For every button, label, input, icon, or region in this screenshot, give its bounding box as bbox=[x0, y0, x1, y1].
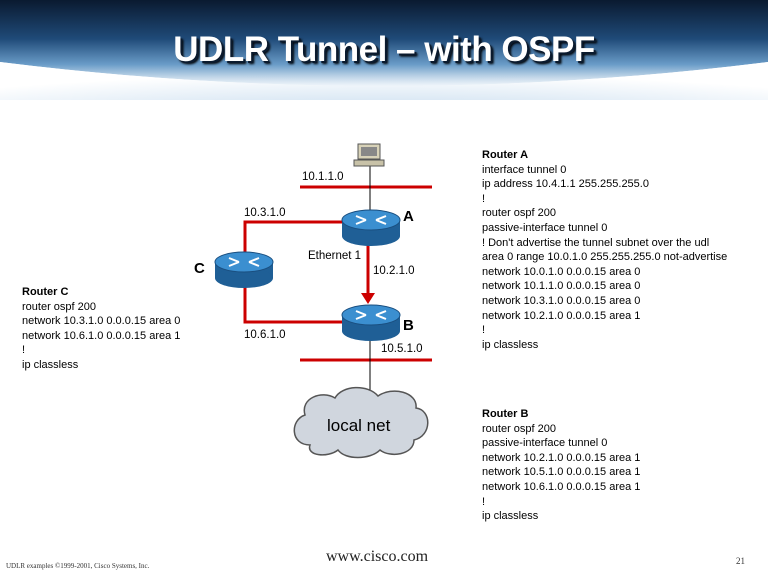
udlr-arrow-icon bbox=[361, 293, 375, 304]
config-line: network 10.3.1.0 0.0.0.15 area 0 bbox=[482, 294, 641, 307]
title-banner: UDLR Tunnel – with OSPF bbox=[0, 0, 768, 100]
config-line: network 10.5.1.0 0.0.0.15 area 1 bbox=[482, 466, 641, 479]
config-line: network 10.6.1.0 0.0.0.15 area 1 bbox=[482, 480, 641, 493]
config-line: network 10.3.1.0 0.0.0.15 area 0 bbox=[22, 315, 181, 328]
config-line: ip classless bbox=[482, 338, 539, 351]
config-line: ip classless bbox=[482, 510, 539, 523]
banner-background bbox=[0, 0, 768, 100]
router-c-icon bbox=[214, 251, 274, 288]
network-label-10-2-1-0: 10.2.1.0 bbox=[373, 265, 415, 277]
config-line: ! bbox=[22, 344, 26, 357]
config-line: ! bbox=[482, 495, 486, 508]
cloud-label: local net bbox=[327, 416, 391, 435]
config-line: ! Don't advertise the tunnel subnet over… bbox=[482, 236, 710, 249]
router-b-config-heading: Router B bbox=[482, 408, 529, 420]
footer-url: www.cisco.com bbox=[326, 548, 429, 565]
router-c-config-heading: Router C bbox=[22, 286, 69, 298]
config-line: passive-interface tunnel 0 bbox=[482, 437, 608, 450]
config-line: ip address 10.4.1.1 255.255.255.0 bbox=[482, 178, 649, 191]
config-line: router ospf 200 bbox=[482, 207, 556, 220]
config-line: network 10.1.1.0 0.0.0.15 area 0 bbox=[482, 280, 641, 293]
config-line: network 10.2.1.0 0.0.0.15 area 1 bbox=[482, 309, 641, 322]
router-b-config: Router B router ospf 200 passive-interfa… bbox=[482, 407, 640, 524]
router-c-label: C bbox=[194, 260, 205, 277]
config-line: router ospf 200 bbox=[22, 300, 96, 313]
router-a-config: Router A interface tunnel 0 ip address 1… bbox=[482, 148, 727, 352]
config-line: ! bbox=[482, 324, 486, 337]
footer-copyright: UDLR examples ©1999-2001, Cisco Systems,… bbox=[6, 562, 150, 570]
router-a-icon bbox=[341, 209, 401, 246]
router-a-config-heading: Router A bbox=[482, 149, 529, 161]
config-line: interface tunnel 0 bbox=[482, 163, 567, 176]
link-c-a bbox=[243, 220, 342, 255]
config-line: passive-interface tunnel 0 bbox=[482, 221, 608, 234]
config-line: network 10.6.1.0 0.0.0.15 area 1 bbox=[22, 329, 181, 342]
config-line: ip classless bbox=[22, 358, 79, 371]
config-line: area 0 range 10.0.1.0 255.255.255.0 not-… bbox=[482, 251, 728, 264]
router-a-label: A bbox=[403, 208, 414, 225]
config-line: ! bbox=[482, 192, 486, 205]
router-c-config: Router C router ospf 200 network 10.3.1.… bbox=[22, 285, 180, 373]
config-line: router ospf 200 bbox=[482, 422, 556, 435]
page-title: UDLR Tunnel – with OSPF bbox=[173, 30, 595, 69]
router-b-icon bbox=[341, 304, 401, 341]
cloud-icon bbox=[293, 386, 429, 459]
router-b-label: B bbox=[403, 317, 414, 334]
workstation-icon bbox=[353, 143, 385, 167]
page-number: 21 bbox=[736, 556, 745, 566]
config-line: network 10.0.1.0 0.0.0.15 area 0 bbox=[482, 265, 641, 278]
network-label-10-3-1-0: 10.3.1.0 bbox=[244, 207, 286, 219]
network-label-10-1-1-0: 10.1.1.0 bbox=[302, 171, 344, 183]
network-label-10-5-1-0: 10.5.1.0 bbox=[381, 343, 423, 355]
ethernet-label: Ethernet 1 bbox=[308, 250, 362, 262]
config-line: network 10.2.1.0 0.0.0.15 area 1 bbox=[482, 451, 641, 464]
network-label-10-6-1-0: 10.6.1.0 bbox=[244, 329, 286, 341]
link-c-b bbox=[243, 285, 342, 324]
